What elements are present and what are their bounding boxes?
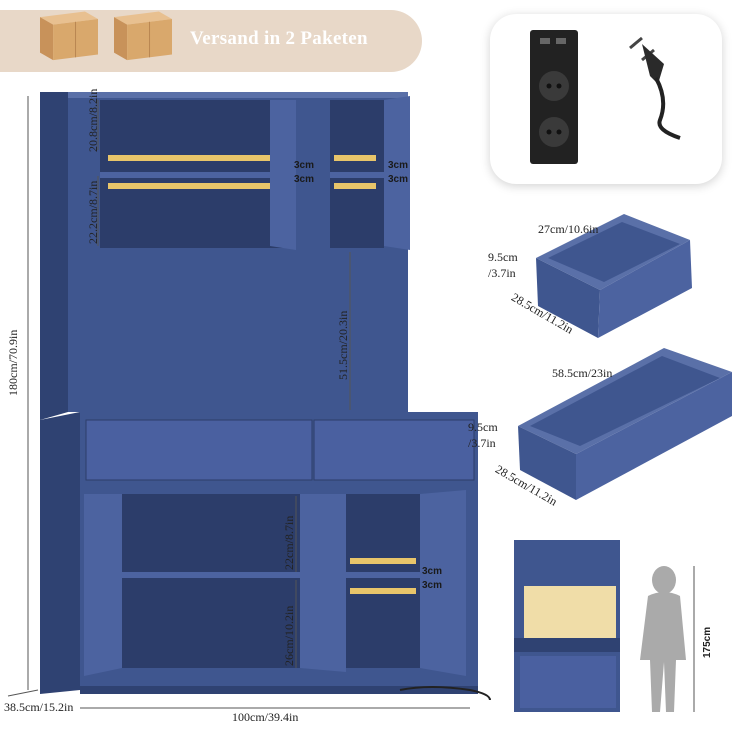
- led-gap-label: 3cm: [422, 580, 443, 591]
- drawer-large-height-in-label: /3.7in: [468, 436, 496, 450]
- lower-shelf-top-label: 22cm/8.7in: [282, 515, 296, 570]
- led-gap-label: 3cm: [388, 160, 409, 171]
- banner-text: Versand in 2 Paketen: [190, 28, 368, 49]
- package-box-icon: [114, 11, 172, 61]
- upper-shelf-bottom-label: 22.2cm/8.7in: [86, 180, 100, 244]
- package-box-icon: [40, 11, 98, 61]
- led-gap-label: 3cm: [388, 174, 409, 185]
- height-total-label: 180cm/70.9in: [6, 329, 20, 396]
- power-socket-icon: [530, 30, 578, 164]
- hutch-gap-label: 51.5cm/20.3in: [336, 310, 350, 380]
- width-total-label: 100cm/39.4in: [232, 710, 299, 724]
- power-features-panel: [490, 14, 722, 184]
- drawer-small-width-label: 27cm/10.6in: [538, 222, 599, 236]
- drawer-small-height-in-label: /3.7in: [488, 266, 516, 280]
- led-gap-label: 3cm: [294, 174, 315, 185]
- person-height-label: 175cm: [702, 626, 713, 658]
- led-gap-label: 3cm: [294, 160, 315, 171]
- upper-shelf-top-label: 20.8cm/8.2in: [86, 88, 100, 152]
- led-gap-label: 3cm: [422, 566, 443, 577]
- eu-plug-icon: [629, 36, 681, 140]
- depth-total-label: 38.5cm/15.2in: [4, 700, 74, 714]
- drawer-large-height-label: 9.5cm: [468, 420, 498, 434]
- drawer-large-width-label: 58.5cm/23in: [552, 366, 613, 380]
- drawer-small-height-label: 9.5cm: [488, 250, 518, 264]
- lower-shelf-bottom-label: 26cm/10.2in: [282, 605, 296, 666]
